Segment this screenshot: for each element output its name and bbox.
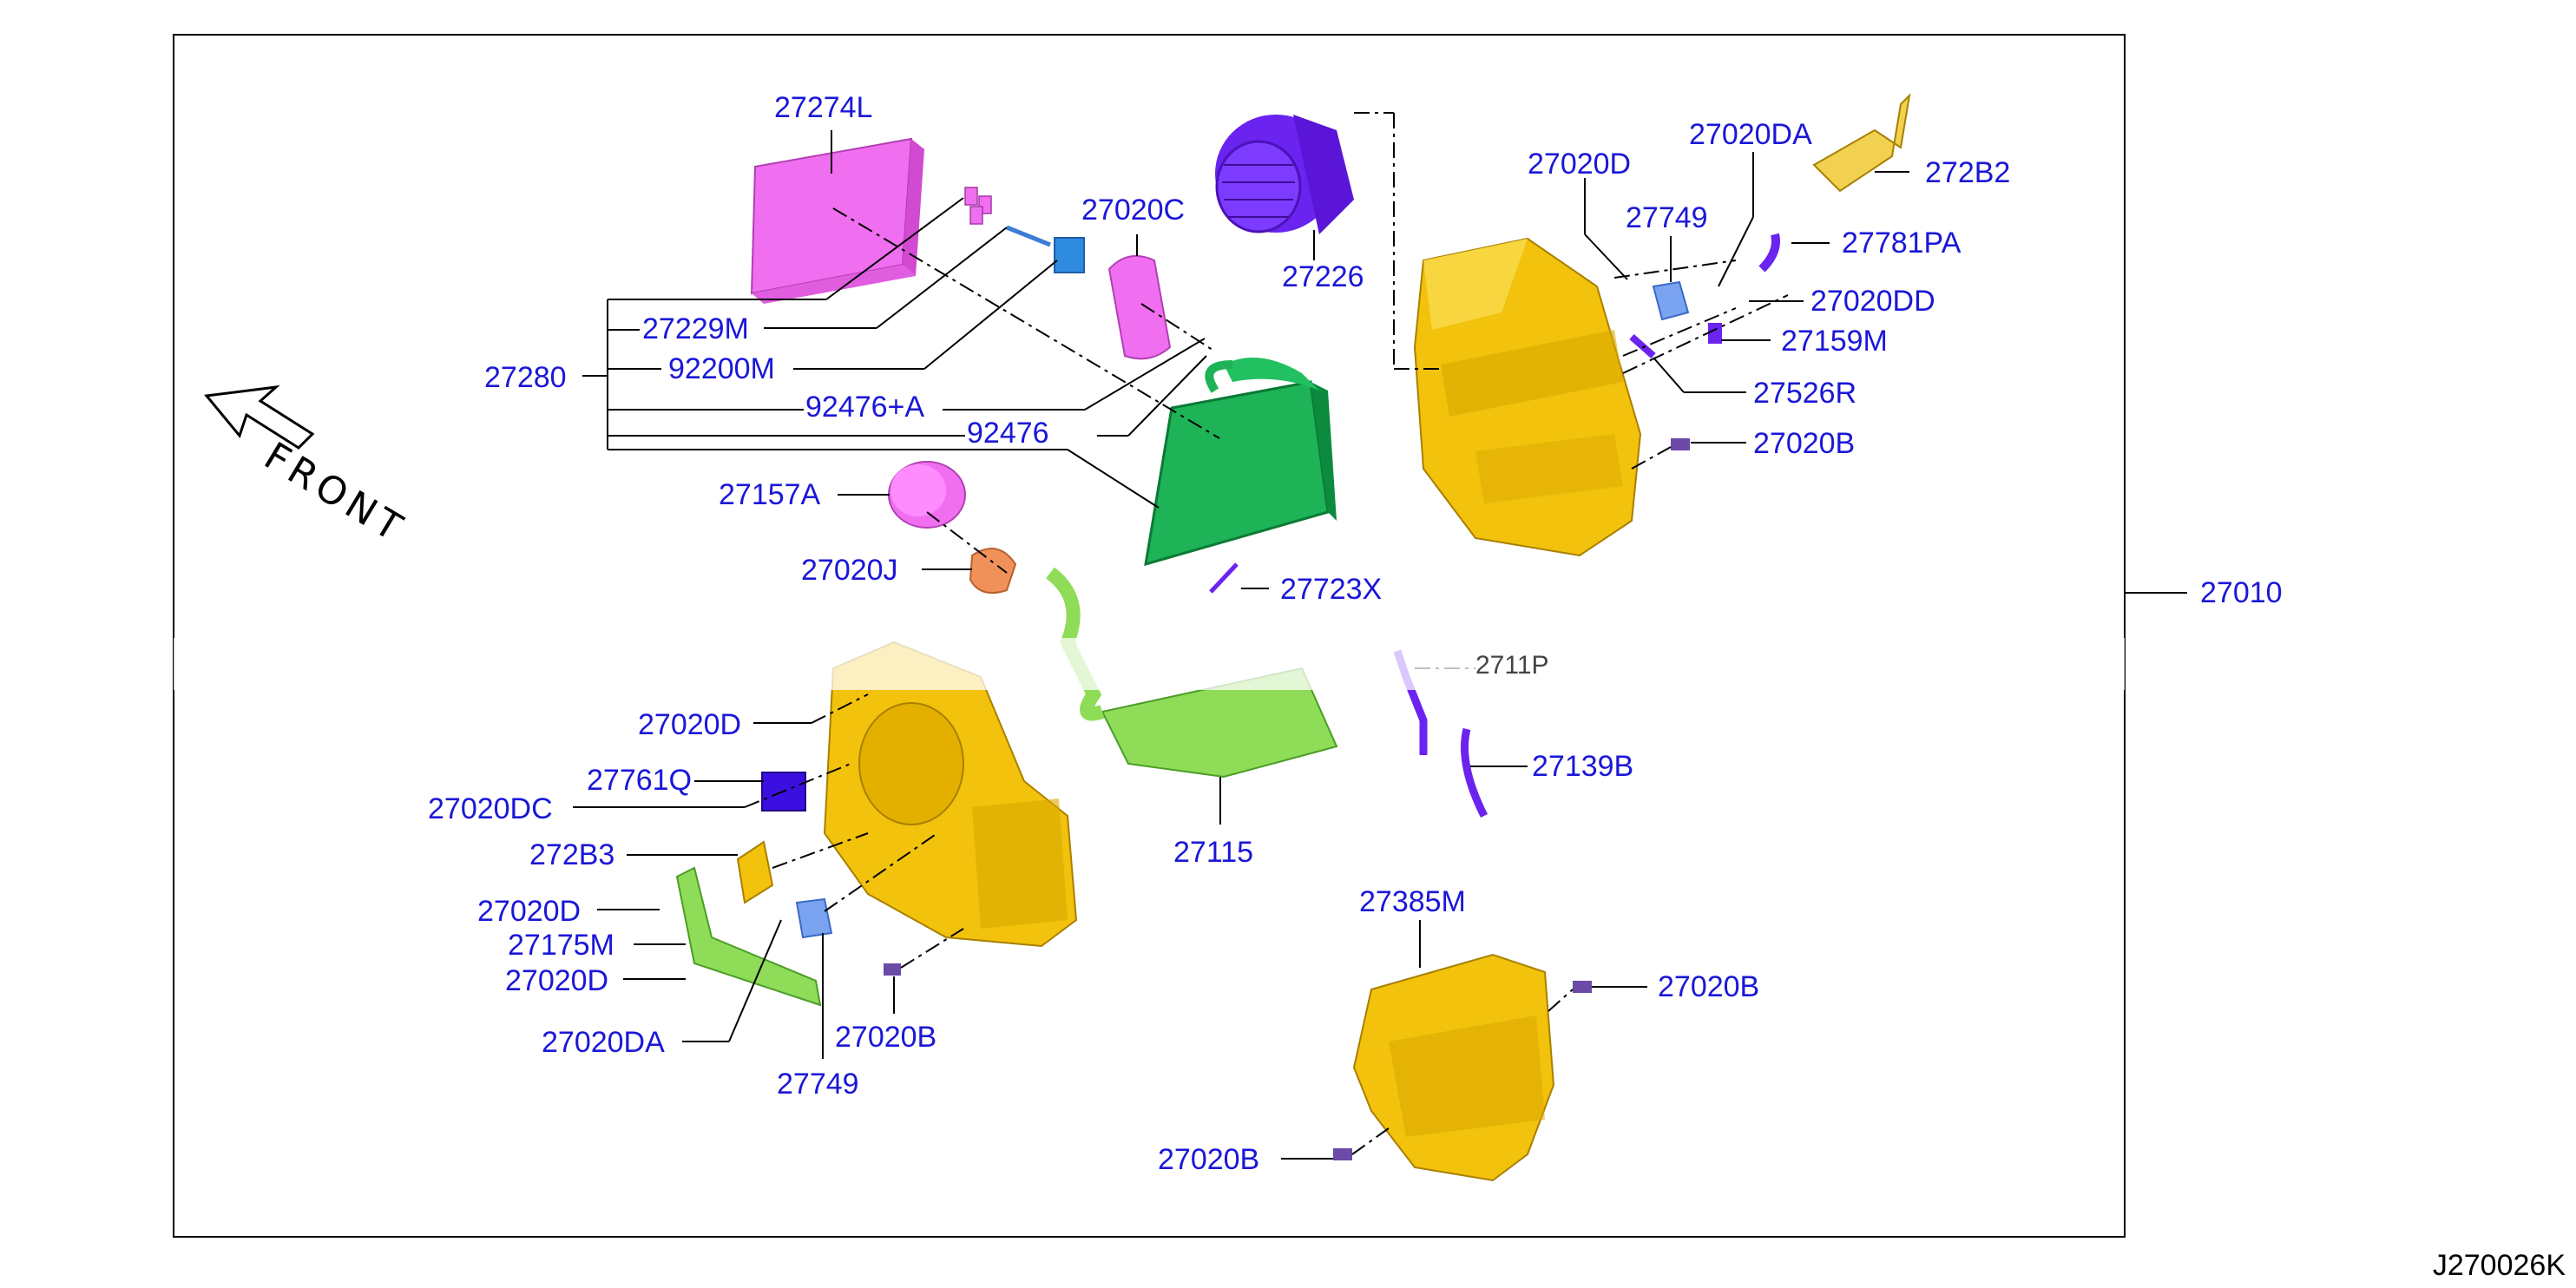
duct-27139B [1461,727,1488,818]
part-label-27749-upper: 27749 [1626,201,1708,234]
part-label-27020B-right: 27020B [1658,970,1760,1003]
link-27526R [1629,333,1656,359]
part-label-27159M: 27159M [1781,325,1888,358]
screw-27020B-right [1573,981,1592,993]
housing-lower-left [823,641,1078,948]
part-label-27020D-upper: 27020D [1528,148,1632,181]
part-label-27020J: 27020J [801,554,898,587]
part-label-272B2: 272B2 [1925,156,2011,189]
part-label-27020D-ll2: 27020D [477,895,582,928]
screw-27020B-bottom [1333,1148,1352,1160]
seal-27020J [969,548,1017,594]
part-label-27229M: 27229M [642,312,749,345]
leader-lines [573,130,2187,1160]
actuator-lower [795,897,833,939]
part-label-27010: 27010 [2200,576,2283,609]
part-label-27781PA: 27781PA [1842,227,1962,260]
part-label-27020B-ll: 27020B [835,1021,937,1054]
part-label-27175M: 27175M [508,929,614,962]
pin-27723X [1209,562,1239,594]
part-label-27157A: 27157A [719,478,821,511]
part-label-27749-lower: 27749 [777,1068,859,1101]
part-label-272B3: 272B3 [529,838,615,871]
part-label-92200M: 92200M [668,352,775,385]
part-label-27723X: 27723X [1280,573,1383,606]
part-label-27526R: 27526R [1753,377,1857,410]
diagram-code: J270026K [2432,1249,2566,1282]
part-label-27139B: 27139B [1532,750,1634,783]
duct-27175M [675,866,822,1007]
bracket-272B3 [736,840,774,904]
diagram-frame [173,34,2126,1238]
front-arrow-icon [204,384,315,450]
part-label-27020B-bottom: 27020B [1158,1143,1260,1176]
part-27159M [1708,323,1722,344]
evaporator [1144,358,1337,567]
seal-27020C [1107,254,1172,360]
filter-27157A [888,461,966,529]
clip-27229M [964,187,992,225]
part-label-27020C: 27020C [1081,194,1186,227]
valve-block [1054,237,1085,273]
part-label-27385M: 27385M [1359,885,1466,918]
housing-27385M [1352,953,1555,1182]
part-label-92476a: 92476+A [805,391,925,424]
housing-upper [1413,237,1642,557]
part-label-27274L: 27274L [774,91,873,124]
duct-27781PA [1758,233,1780,273]
part-label-27020DC: 27020DC [428,792,553,825]
part-label-27280: 27280 [484,361,567,394]
part-label-92476: 92476 [967,417,1049,450]
watermark-text: 2711P [1475,651,1549,680]
part-label-27226: 27226 [1282,260,1364,293]
part-label-27020DD: 27020DD [1810,285,1935,318]
evaporator-pipe [1205,360,1233,393]
part-label-27761Q: 27761Q [587,764,692,797]
part-label-27115: 27115 [1173,836,1254,869]
filter-27274L [750,137,924,304]
part-label-27020D-ll3: 27020D [505,964,609,997]
part-label-27020DA-lower: 27020DA [542,1026,665,1059]
part-label-27020D-ll1: 27020D [638,708,742,741]
bracket-272B2 [1812,93,1911,193]
screw-27020B-upper [1671,438,1690,450]
assembly-lines [744,112,1789,1155]
part-label-27020DA-upper: 27020DA [1689,118,1812,151]
part-label-27020B-upper: 27020B [1753,427,1856,460]
watermark-band [174,638,2125,690]
actuator-upper [1652,280,1690,321]
screw-92200M [1006,225,1051,247]
blower-motor-27226 [1215,115,1354,234]
screw-27020B-ll [884,963,901,976]
